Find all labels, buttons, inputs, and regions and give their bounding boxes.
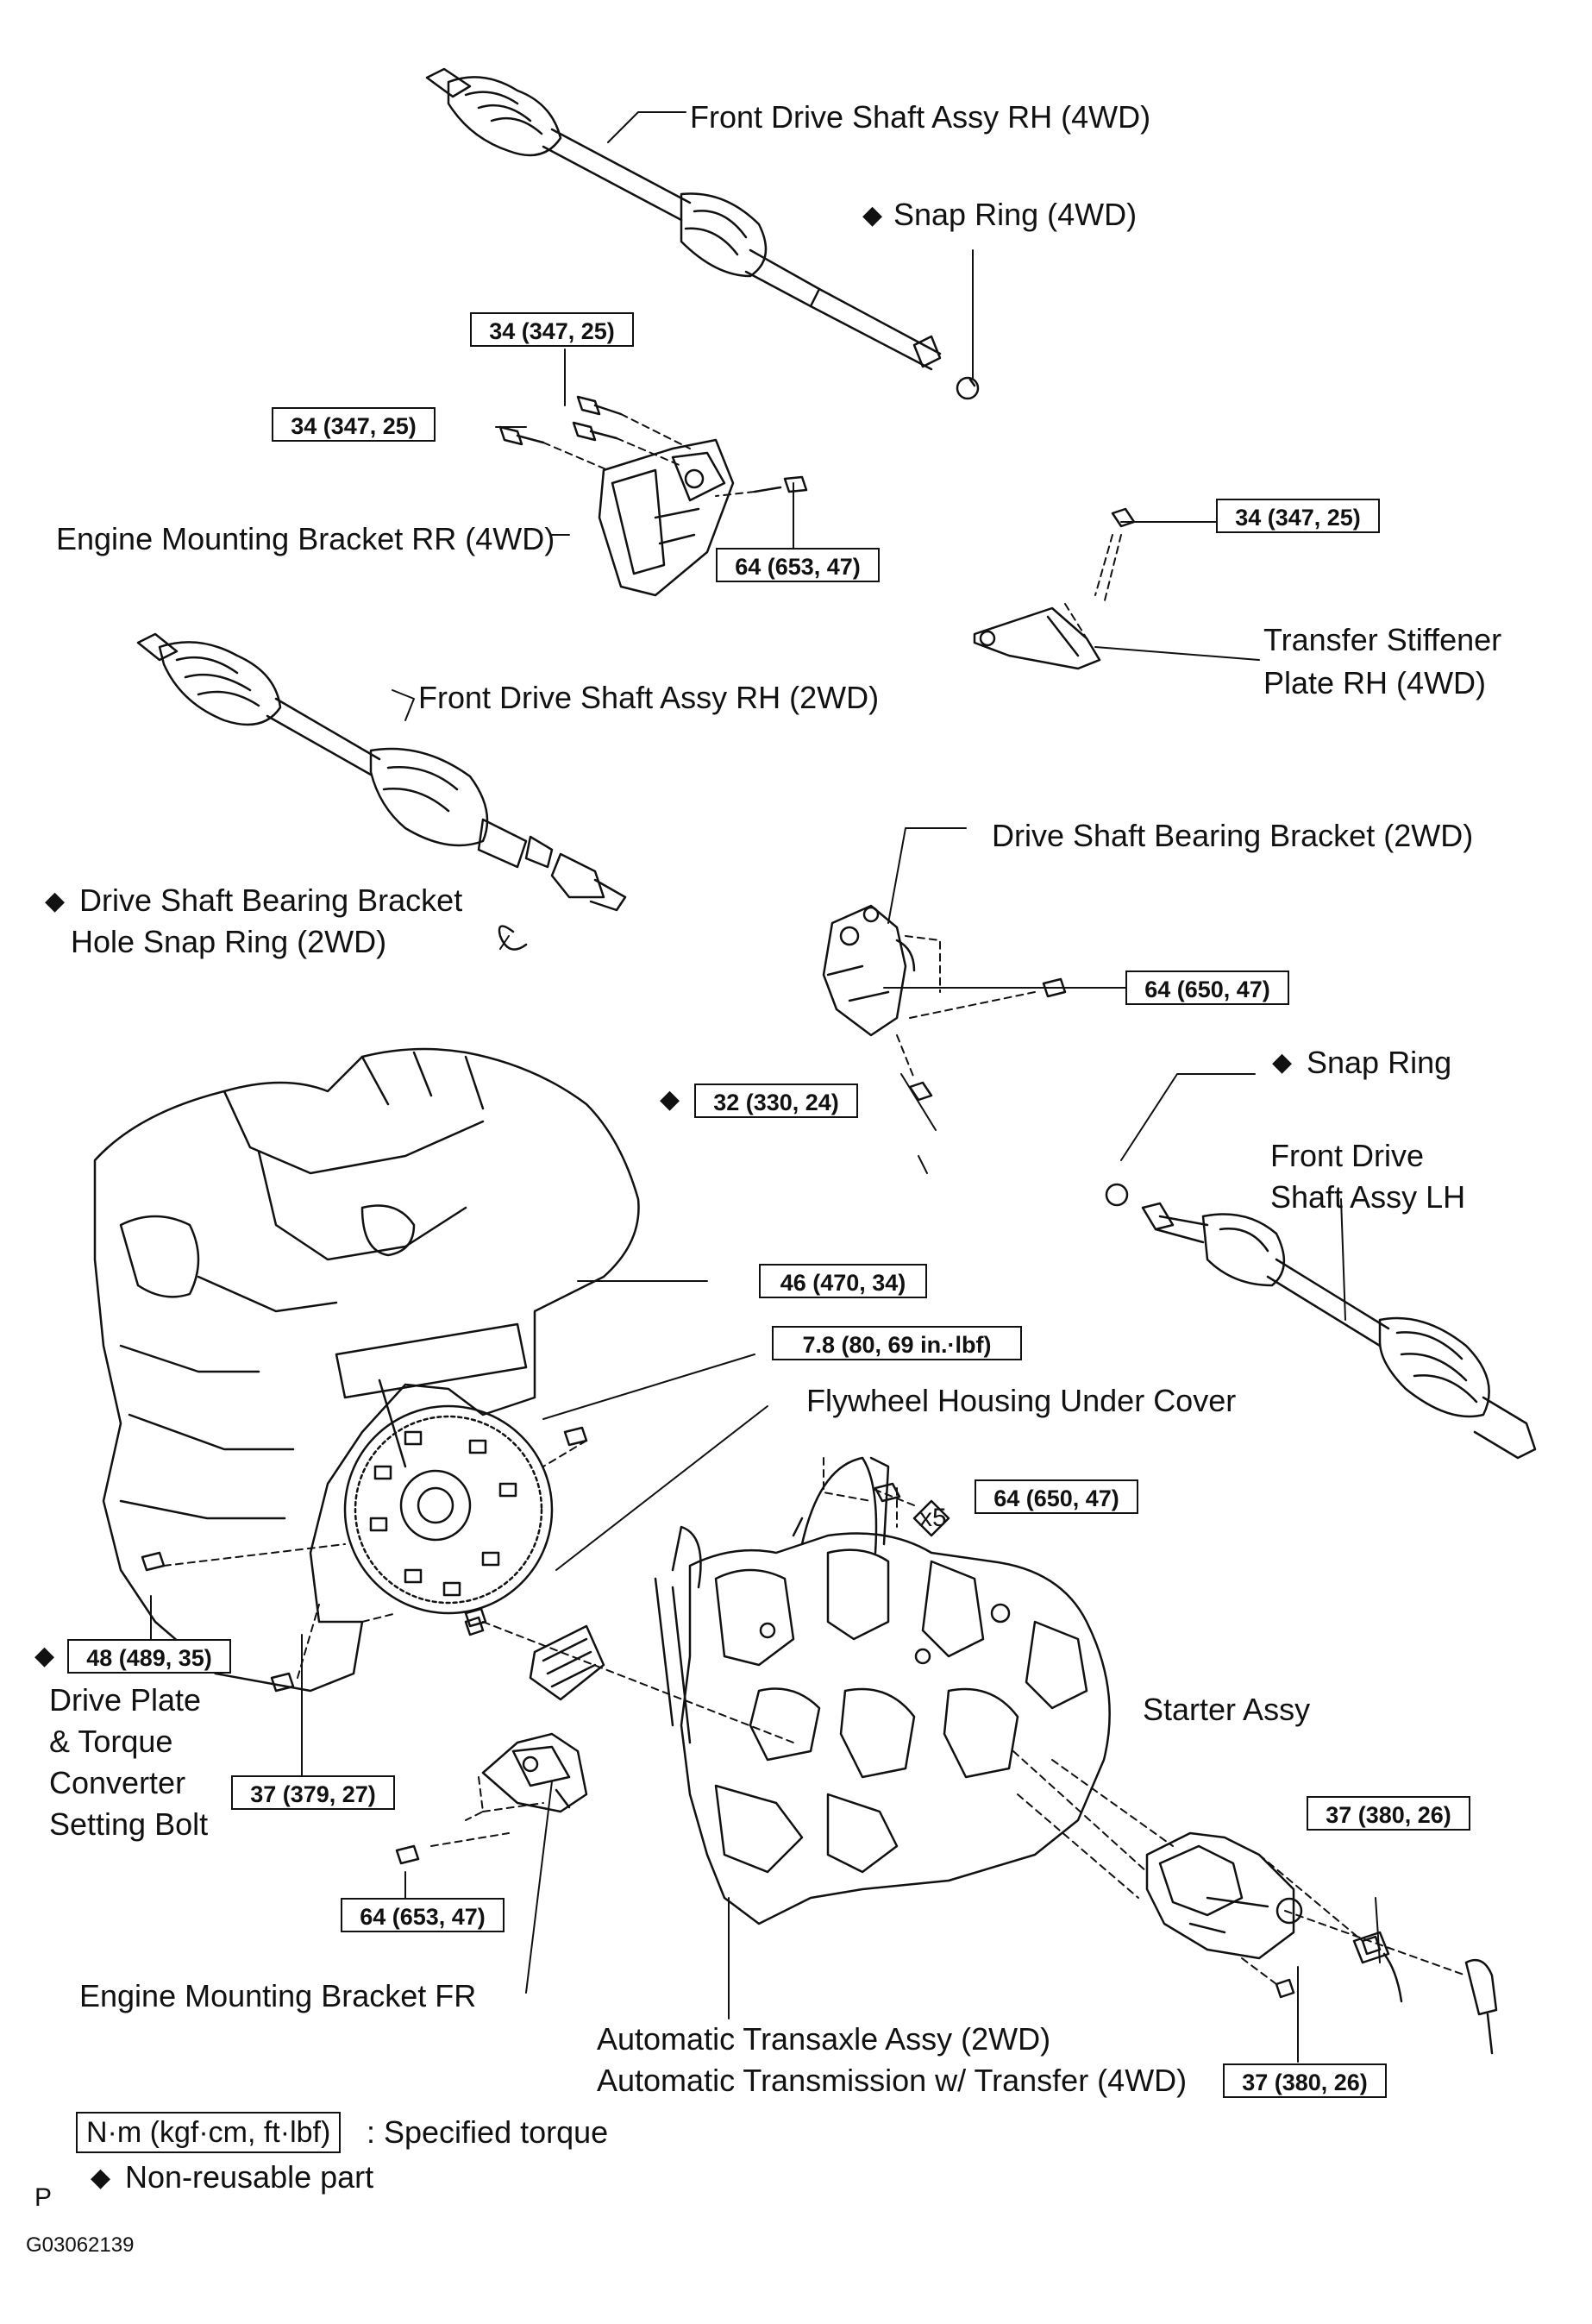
torque-box: 34 (347, 25) bbox=[1216, 499, 1380, 533]
front-drive-shaft-rh-2wd-drawing bbox=[136, 632, 627, 912]
transfer-stiffener-label-1: Transfer Stiffener bbox=[1263, 622, 1502, 657]
nonreusable-diamond-icon: ◆ bbox=[91, 2164, 111, 2192]
drive-plate-drawing bbox=[343, 1404, 554, 1615]
torque-box: 64 (653, 47) bbox=[341, 1898, 505, 1932]
front-drive-shaft-lh-drawing bbox=[1141, 1202, 1537, 1460]
front-drive-shaft-lh-label-2: Shaft Assy LH bbox=[1270, 1179, 1466, 1215]
nonreusable-diamond-icon: ◆ bbox=[660, 1085, 680, 1114]
transfer-stiffener-plate-drawing bbox=[973, 507, 1136, 670]
bearing-bracket-2wd-label: Drive Shaft Bearing Bracket (2WD) bbox=[992, 818, 1474, 853]
engine-mounting-bracket-fr-drawing bbox=[481, 1732, 588, 1813]
front-drive-shaft-rh-4wd-drawing bbox=[425, 67, 942, 371]
x5-quantity: x5 bbox=[919, 1504, 947, 1532]
hole-snap-ring-drawing bbox=[498, 925, 528, 951]
snap-ring-lh-drawing bbox=[1105, 1183, 1129, 1207]
flywheel-housing-under-cover-drawing bbox=[529, 1624, 605, 1701]
torque-box: 64 (650, 47) bbox=[1125, 970, 1289, 1005]
torque-box: 34 (347, 25) bbox=[272, 407, 436, 442]
torque-unit-legend-box: N·m (kgf·cm, ft·lbf) bbox=[76, 2112, 342, 2153]
figure-code: G03062139 bbox=[26, 2233, 135, 2257]
nonreusable-legend-text: Non-reusable part bbox=[125, 2159, 374, 2195]
torque-box: 64 (653, 47) bbox=[716, 548, 880, 582]
torque-box: 48 (489, 35) bbox=[67, 1639, 231, 1674]
drive-plate-label-4: Setting Bolt bbox=[49, 1806, 209, 1842]
drive-plate-label-1: Drive Plate bbox=[49, 1682, 202, 1718]
torque-box: 64 (650, 47) bbox=[975, 1479, 1138, 1514]
hole-snap-ring-label-2: Hole Snap Ring (2WD) bbox=[71, 924, 387, 959]
transfer-stiffener-label-2: Plate RH (4WD) bbox=[1263, 665, 1487, 700]
transaxle-label-1: Automatic Transaxle Assy (2WD) bbox=[597, 2021, 1051, 2057]
torque-box: 37 (380, 26) bbox=[1223, 2063, 1387, 2098]
footer-letter: P bbox=[34, 2183, 53, 2212]
torque-box: 37 (380, 26) bbox=[1307, 1796, 1470, 1831]
front-drive-shaft-rh-4wd-label: Front Drive Shaft Assy RH (4WD) bbox=[690, 99, 1151, 135]
front-drive-shaft-rh-2wd-label: Front Drive Shaft Assy RH (2WD) bbox=[418, 680, 880, 715]
torque-box: 32 (330, 24) bbox=[694, 1083, 858, 1118]
engine-mounting-bracket-fr-label: Engine Mounting Bracket FR bbox=[79, 1978, 477, 2013]
snap-ring-lh-label: Snap Ring bbox=[1307, 1045, 1452, 1080]
nonreusable-diamond-icon: ◆ bbox=[862, 201, 883, 229]
flywheel-cover-label: Flywheel Housing Under Cover bbox=[806, 1383, 1237, 1418]
transaxle-label-2: Automatic Transmission w/ Transfer (4WD) bbox=[597, 2063, 1188, 2098]
snap-ring-4wd-label: Snap Ring (4WD) bbox=[893, 197, 1138, 232]
torque-box: 7.8 (80, 69 in.·lbf) bbox=[772, 1326, 1022, 1360]
drive-shaft-bearing-bracket-drawing bbox=[822, 904, 916, 1037]
starter-connector-drawing bbox=[1352, 1931, 1498, 2055]
engine-mounting-bracket-rr-drawing bbox=[598, 438, 735, 597]
starter-assy-drawing bbox=[1145, 1831, 1382, 1999]
torque-box: 46 (470, 34) bbox=[759, 1264, 927, 1298]
snap-ring-4wd-drawing bbox=[956, 376, 980, 400]
drive-plate-label-2: & Torque bbox=[49, 1724, 173, 1759]
automatic-transaxle-drawing bbox=[654, 1456, 1111, 1925]
starter-assy-label: Starter Assy bbox=[1143, 1692, 1311, 1727]
torque-unit-legend-text: : Specified torque bbox=[367, 2114, 609, 2150]
drive-plate-label-3: Converter bbox=[49, 1765, 186, 1800]
nonreusable-diamond-icon: ◆ bbox=[1272, 1048, 1293, 1077]
torque-box: 37 (379, 27) bbox=[231, 1775, 395, 1810]
bolt-group-rr bbox=[498, 395, 808, 493]
engine-mounting-bracket-rr-label: Engine Mounting Bracket RR (4WD) bbox=[56, 521, 555, 556]
engine-block-drawing bbox=[93, 1047, 640, 1693]
nonreusable-diamond-icon: ◆ bbox=[45, 887, 66, 915]
hole-snap-ring-label-1: Drive Shaft Bearing Bracket bbox=[79, 882, 463, 918]
torque-box: 34 (347, 25) bbox=[470, 312, 634, 347]
front-drive-shaft-lh-label-1: Front Drive bbox=[1270, 1138, 1425, 1173]
nonreusable-diamond-icon: ◆ bbox=[34, 1642, 55, 1670]
